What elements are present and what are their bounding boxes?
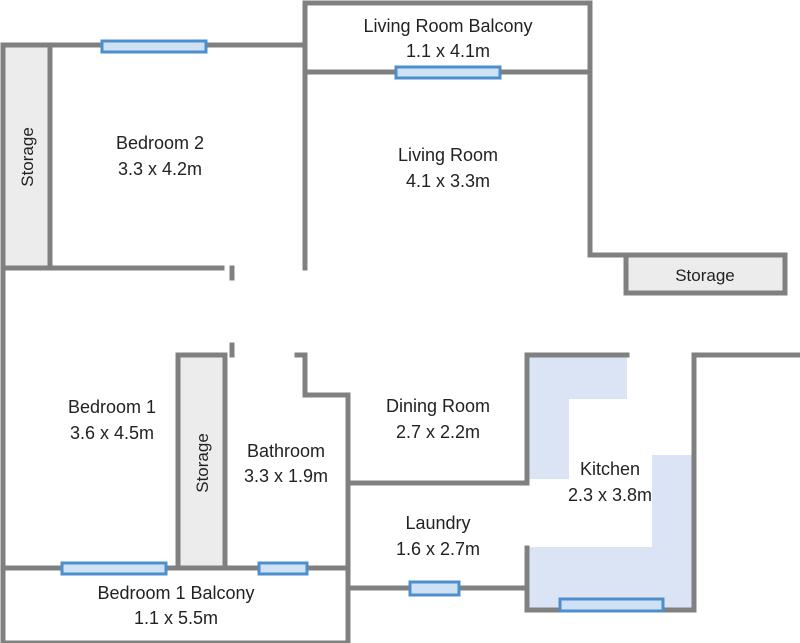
wall-bathroom-right <box>0 352 351 643</box>
bedroom1-balcony-name: Bedroom 1 Balcony <box>97 583 254 603</box>
living-balcony-size: 1.1 x 4.1m <box>406 41 490 61</box>
kitchen-counter-left <box>527 357 569 479</box>
storage-center <box>175 352 228 571</box>
bedroom1-name: Bedroom 1 <box>68 397 156 417</box>
window-bedroom1-balcony <box>60 561 168 576</box>
storage-center-label: Storage <box>193 433 212 493</box>
bedroom1-balcony-size: 1.1 x 5.5m <box>134 608 218 628</box>
storage-left <box>0 42 53 271</box>
living-balcony-name: Living Room Balcony <box>363 16 532 36</box>
laundry-name: Laundry <box>405 513 470 533</box>
storage-right <box>623 252 788 296</box>
bathroom-name: Bathroom <box>247 441 325 461</box>
living-room-name: Living Room <box>398 145 498 165</box>
dining-room-size: 2.7 x 2.2m <box>396 422 480 442</box>
dining-room-name: Dining Room <box>386 396 490 416</box>
window-bathroom <box>257 561 309 576</box>
room-labels: Living Room Balcony 1.1 x 4.1m Bedroom 2… <box>68 16 652 628</box>
window-kitchen <box>558 597 665 613</box>
kitchen-size: 2.3 x 3.8m <box>568 485 652 505</box>
window-living-room <box>394 65 502 80</box>
bedroom1-size: 3.6 x 4.5m <box>70 423 154 443</box>
living-room-size: 4.1 x 3.3m <box>406 171 490 191</box>
bathroom-size: 3.3 x 1.9m <box>244 466 328 486</box>
kitchen-name: Kitchen <box>580 459 640 479</box>
bedroom2-name: Bedroom 2 <box>116 133 204 153</box>
window-laundry <box>408 580 461 597</box>
storage-labels: Storage Storage Storage <box>18 127 735 493</box>
storage-right-label: Storage <box>675 266 735 285</box>
storage-units <box>0 42 788 571</box>
window-bedroom2 <box>100 39 208 54</box>
wall-kitchen-left-lower <box>524 352 800 613</box>
laundry-size: 1.6 x 2.7m <box>396 539 480 559</box>
wall-top-balcony <box>302 0 788 296</box>
bedroom2-size: 3.3 x 4.2m <box>118 159 202 179</box>
windows <box>60 39 665 613</box>
kitchen-counters <box>527 357 694 608</box>
storage-left-label: Storage <box>18 127 37 187</box>
